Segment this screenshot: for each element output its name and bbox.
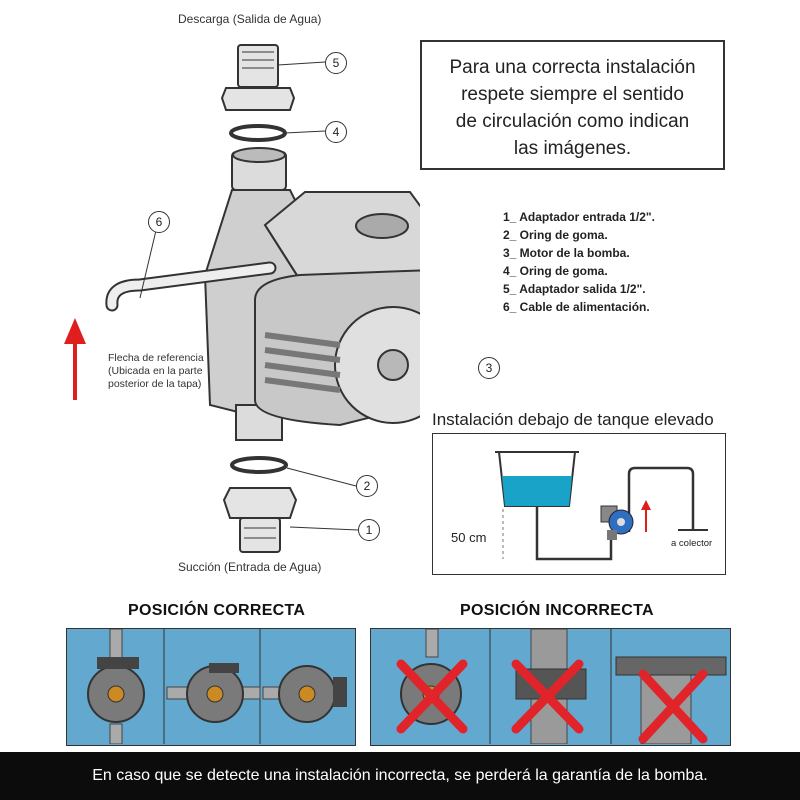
reference-note-line: Flecha de referencia — [108, 352, 204, 364]
pump-exploded-diagram — [64, 44, 420, 553]
correct-position-3 — [262, 665, 347, 723]
note-line: de circulación como indican — [455, 111, 690, 132]
note-line: respete siempre el sentido — [461, 84, 684, 105]
incorrect-position-1 — [396, 629, 468, 734]
correct-position-1 — [87, 629, 145, 745]
legend-item: 1_ Adaptador entrada 1/2". — [503, 210, 655, 224]
installation-note-box: Para una correcta instalación respete si… — [420, 40, 725, 170]
note-line: las imágenes. — [513, 138, 632, 159]
note-line: Para una correcta instalación — [449, 57, 696, 78]
callout-6: 6 — [148, 211, 170, 233]
height-label: 50 cm — [451, 530, 487, 545]
suction-label: Succión (Entrada de Agua) — [178, 560, 322, 574]
correct-position-title: POSICIÓN CORRECTA — [128, 602, 306, 619]
collector-label: a colector — [671, 538, 713, 549]
flow-arrow-small — [641, 500, 651, 510]
installation-diagram — [495, 451, 708, 561]
correct-positions-panel — [66, 628, 356, 746]
callout-5: 5 — [325, 52, 347, 74]
legend-item: 3_ Motor de la bomba. — [503, 246, 630, 260]
pump-icon — [600, 505, 634, 540]
callout-2: 2 — [356, 475, 378, 497]
incorrect-position-2 — [511, 629, 587, 745]
pipe-to-collector — [627, 466, 695, 532]
reference-arrow-note: Flecha de referencia (Ubicada en la part… — [108, 352, 204, 391]
callout-4: 4 — [325, 121, 347, 143]
callout-1: 1 — [358, 519, 380, 541]
callout-3: 3 — [478, 357, 500, 379]
incorrect-position-title: POSICIÓN INCORRECTA — [460, 602, 654, 619]
outlet-adapter — [220, 44, 296, 111]
installation-title: Instalación debajo de tanque elevado — [432, 410, 714, 429]
reference-note-line: (Ubicada en la parte — [108, 365, 203, 377]
warranty-warning-banner: En caso que se detecte una instalación i… — [0, 752, 800, 800]
legend-item: 2_ Oring de goma. — [503, 228, 608, 242]
bottom-oring — [230, 456, 288, 474]
top-oring — [229, 124, 287, 142]
legend-item: 5_ Adaptador salida 1/2". — [503, 282, 646, 296]
installation-diagram-box: 50 cm a colector — [432, 433, 726, 575]
legend-item: 6_ Cable de alimentación. — [503, 300, 650, 314]
pipe-to-pump — [535, 506, 613, 561]
parts-legend: 1_ Adaptador entrada 1/2". 2_ Oring de g… — [503, 208, 655, 316]
correct-position-2 — [166, 663, 261, 723]
reference-note-line: posterior de la tapa) — [108, 378, 202, 390]
legend-item: 4_ Oring de goma. — [503, 264, 608, 278]
inlet-adapter — [222, 487, 298, 553]
tank-water — [502, 476, 572, 506]
incorrect-position-3 — [615, 656, 727, 745]
pump-body — [203, 147, 420, 441]
discharge-label: Descarga (Salida de Agua) — [178, 12, 322, 26]
incorrect-positions-panel — [370, 628, 731, 746]
flow-direction-arrow — [64, 318, 86, 400]
